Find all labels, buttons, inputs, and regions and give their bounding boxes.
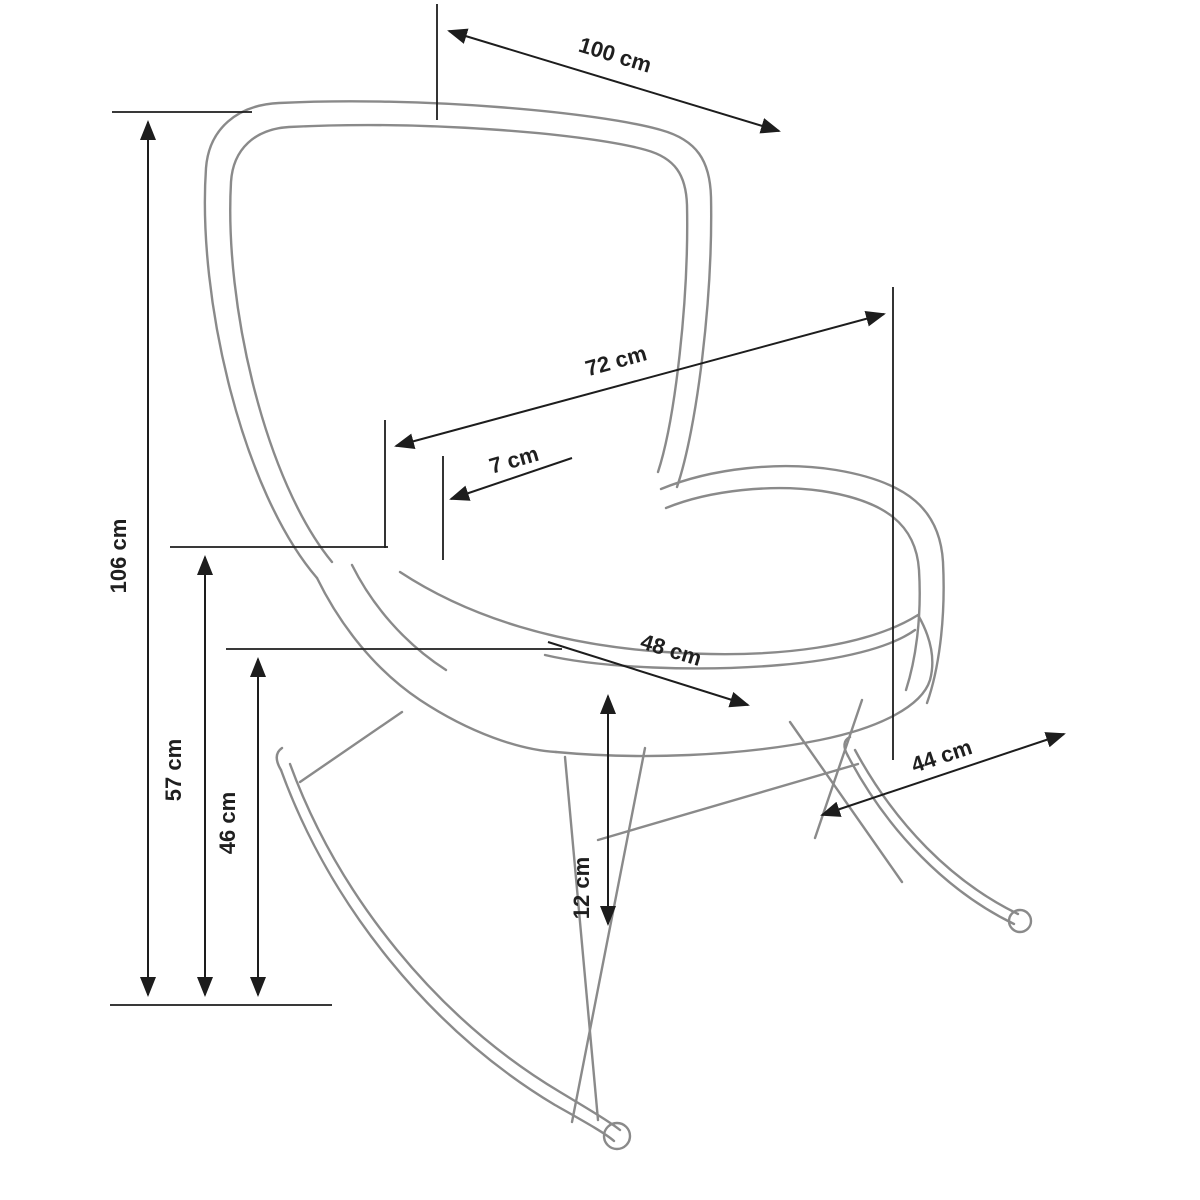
dimension-100cm: 100 cm <box>447 28 781 134</box>
chair-back-inner-outline <box>229 123 689 564</box>
dim-label-100cm: 100 cm <box>576 32 655 78</box>
dim-label-57cm: 57 cm <box>161 739 186 801</box>
dimension-72cm: 72 cm <box>394 310 886 450</box>
seat-cushion-seam <box>543 628 917 670</box>
dim-label-44cm: 44 cm <box>908 734 975 778</box>
dim-label-12cm: 12 cm <box>569 857 594 919</box>
right-rocker-inner <box>853 748 1020 916</box>
left-rear-leg <box>298 710 404 784</box>
dimension-12cm: 12 cm <box>569 694 616 926</box>
right-rocker-end-cap <box>1007 908 1033 934</box>
dimension-106cm: 106 cm <box>106 120 156 997</box>
chair-left-side-outline <box>315 576 558 754</box>
chair-right-wing-inner <box>664 487 921 692</box>
dim-label-46cm: 46 cm <box>215 792 240 854</box>
left-rocker-inner <box>288 762 622 1132</box>
left-rocker-outer <box>279 768 616 1143</box>
left-rocker-end-cap <box>602 1121 632 1151</box>
chair-drawing <box>203 100 1033 1151</box>
frame-stretcher <box>596 762 860 842</box>
dim-label-72cm: 72 cm <box>583 340 650 381</box>
seat-front-edge <box>554 613 934 758</box>
dim-label-106cm: 106 cm <box>106 519 131 594</box>
dim-label-7cm: 7 cm <box>486 441 541 479</box>
dimension-line-100cm <box>447 28 781 134</box>
dimension-line-72cm <box>394 310 886 450</box>
chair-back-outer-outline <box>203 100 713 580</box>
dimension-line-44cm <box>820 732 1066 817</box>
dimension-57cm: 57 cm <box>161 555 213 997</box>
dimension-7cm: 7 cm <box>449 441 573 501</box>
left-rocker-tip <box>275 746 284 772</box>
front-leg-left-b <box>570 746 647 1124</box>
front-leg-left-a <box>563 755 600 1122</box>
seat-top-edge <box>398 570 920 656</box>
dim-label-48cm: 48 cm <box>638 629 705 671</box>
chair-left-side-inner-seam <box>350 563 448 672</box>
chair-right-wing-outer <box>659 464 945 705</box>
dimension-line-48cm <box>547 641 750 708</box>
dimension-line-7cm <box>449 457 573 501</box>
dimension-46cm: 46 cm <box>215 657 266 997</box>
